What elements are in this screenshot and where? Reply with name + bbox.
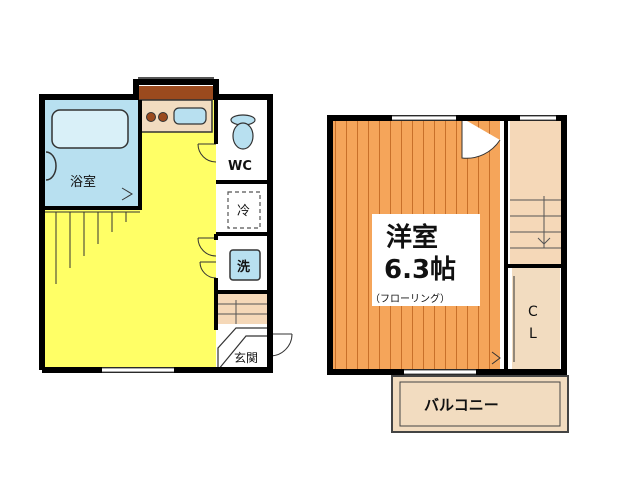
bath-label: 浴室	[70, 174, 96, 190]
wc-label: WC	[228, 159, 252, 174]
kitchen-sink	[173, 107, 207, 125]
stove-burner-1	[146, 112, 156, 122]
washer-box	[229, 249, 261, 281]
fridge-label: 冷	[237, 204, 250, 219]
upper-inner-walls	[504, 118, 564, 372]
lower-stairs	[218, 294, 268, 324]
room-label-backdrop	[372, 214, 480, 306]
room-size: 6.3帖	[384, 255, 456, 285]
room-name: 洋室	[386, 222, 438, 253]
stove-burner-2	[158, 112, 168, 122]
living-stair-lines	[44, 211, 140, 284]
bath-sink	[45, 151, 57, 181]
toilet-bowl	[232, 122, 254, 150]
upper-floor: 洋室 6.3帖 （フローリング） C L バルコニー	[327, 115, 569, 433]
washer-label: 洗	[237, 259, 250, 275]
balcony	[391, 375, 569, 433]
closet-label-c: C	[528, 304, 538, 320]
lower-floor: 浴室 WC 冷 洗 玄関	[39, 77, 293, 373]
closet-floor	[512, 268, 560, 370]
lower-stair-steps	[218, 300, 268, 324]
upper-windows	[392, 115, 556, 375]
kitchen-counter-top	[136, 86, 216, 100]
upper-stairs	[510, 120, 562, 264]
lower-window-frames	[102, 367, 174, 373]
balcony-inner	[399, 381, 561, 427]
lower-inner-walls	[42, 100, 270, 330]
lower-walls	[39, 79, 273, 373]
upper-door-swings	[491, 351, 501, 365]
bathtub	[51, 109, 129, 149]
closet-label-l: L	[529, 326, 537, 342]
entrance-label: 玄関	[234, 350, 258, 365]
fridge-box	[227, 191, 261, 229]
balcony-label: バルコニー	[424, 396, 499, 414]
upper-stair-steps	[510, 196, 562, 249]
floor-type: （フローリング）	[370, 292, 450, 305]
room-door-swing	[461, 118, 501, 159]
